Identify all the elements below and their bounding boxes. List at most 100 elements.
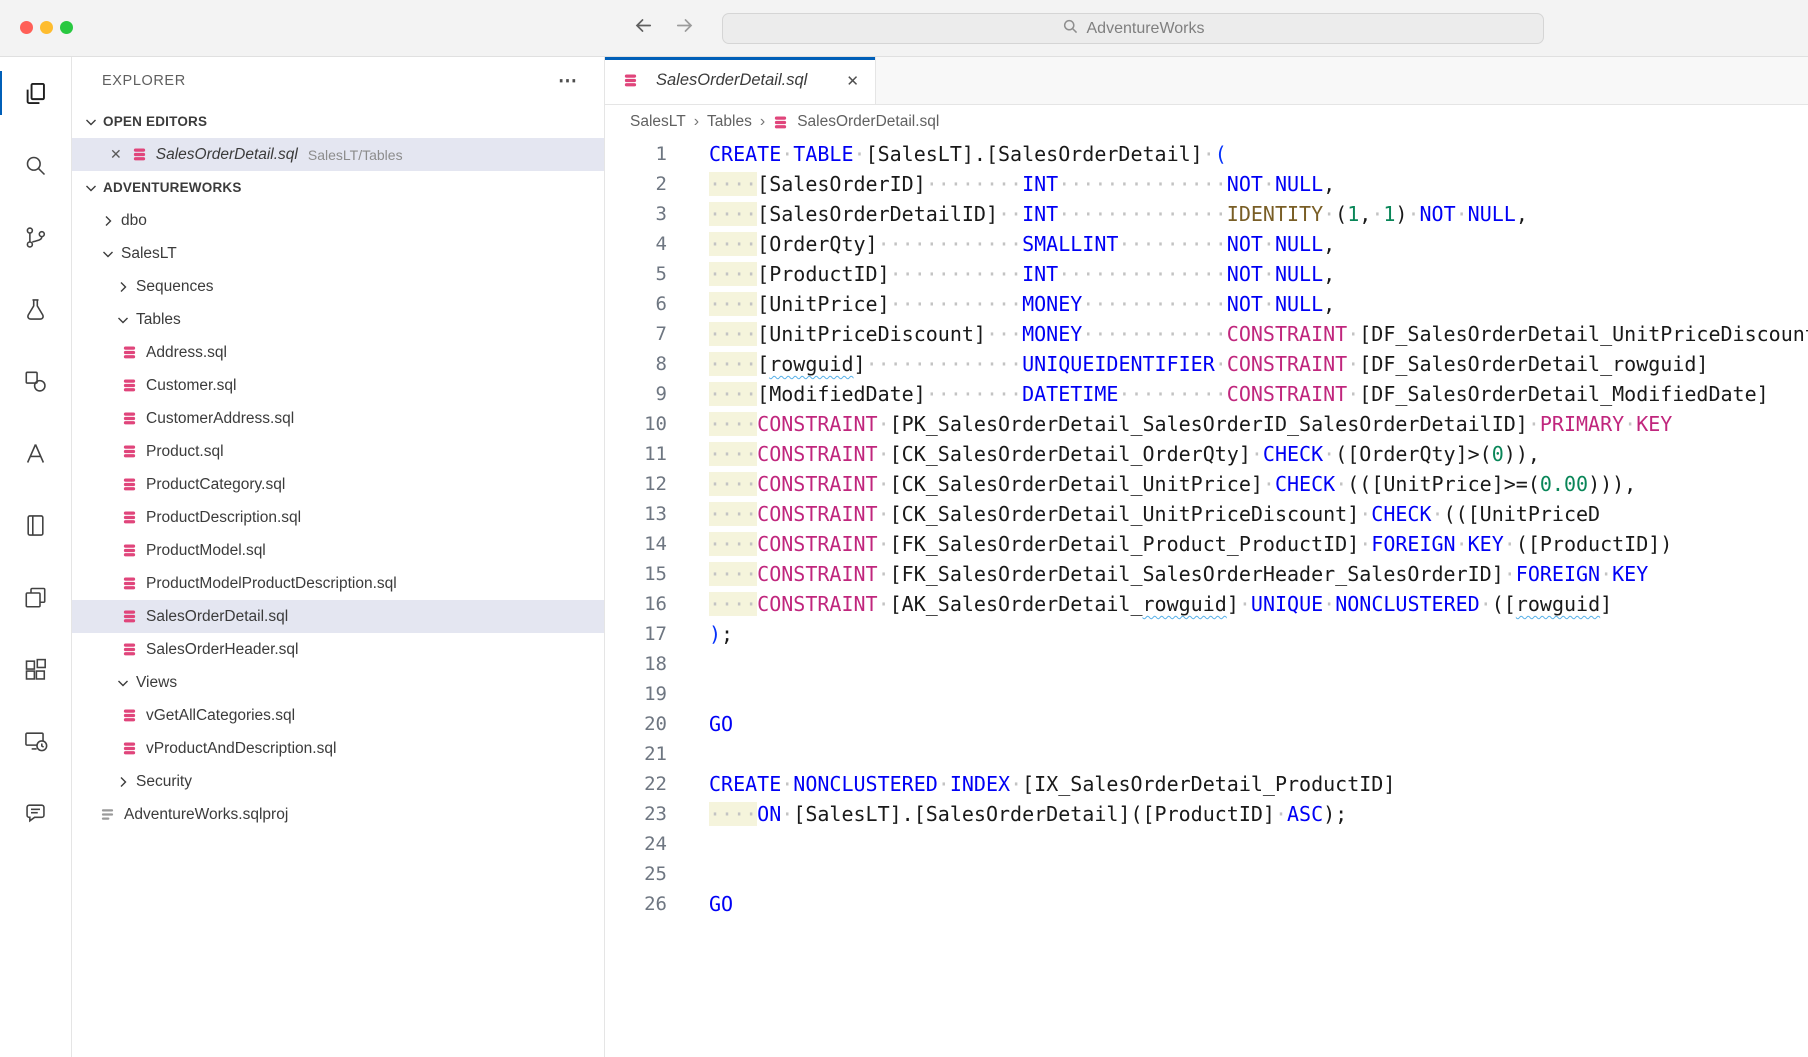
line-number[interactable]: 5 [655, 263, 667, 285]
code-line[interactable]: 13····CONSTRAINT·[CK_SalesOrderDetail_Un… [605, 499, 1808, 529]
code-line[interactable]: 4 ····[OrderQty]············SMALLINT·····… [605, 229, 1808, 259]
open-editors-header[interactable]: OPEN EDITORS [72, 105, 604, 138]
tab-salesorderdetail[interactable]: SalesOrderDetail.sql ✕ [605, 57, 876, 104]
tree-item-sequences[interactable]: Sequences [72, 270, 604, 303]
code-line[interactable]: 3 ····[SalesOrderDetailID]··INT··········… [605, 199, 1808, 229]
code-line-content[interactable]: ····ON·[SalesLT].[SalesOrderDetail]([Pro… [709, 799, 1347, 829]
activity-comments-icon[interactable] [0, 777, 71, 849]
line-number[interactable]: 22 [644, 773, 667, 795]
tree-item-productdescription-sql[interactable]: ProductDescription.sql [72, 501, 604, 534]
code-line-content[interactable]: ); [709, 619, 733, 649]
close-window-button[interactable] [20, 21, 33, 34]
zoom-window-button[interactable] [60, 21, 73, 34]
breadcrumb-item-salesorderdetail-sql[interactable]: SalesOrderDetail.sql [797, 113, 940, 130]
line-number[interactable]: 17 [644, 623, 667, 645]
activity-notebooks-icon[interactable] [0, 489, 71, 561]
tree-item-salesorderdetail-sql[interactable]: SalesOrderDetail.sql [72, 600, 604, 633]
code-line[interactable]: 5 ····[ProductID]···········INT··········… [605, 259, 1808, 289]
close-icon[interactable]: ✕ [110, 146, 122, 162]
activity-search-icon[interactable] [0, 129, 71, 201]
tree-item-product-sql[interactable]: Product.sql [72, 435, 604, 468]
tree-item-tables[interactable]: Tables [72, 303, 604, 336]
code-line-content[interactable]: GO [709, 709, 733, 739]
activity-testing-icon[interactable] [0, 273, 71, 345]
tree-item-productmodel-sql[interactable]: ProductModel.sql [72, 534, 604, 567]
activity-extensions-icon[interactable] [0, 633, 71, 705]
line-number[interactable]: 4 [655, 233, 667, 255]
activity-azure-icon[interactable] [0, 417, 71, 489]
code-line[interactable]: 26 GO [605, 889, 1808, 919]
tree-item-vgetallcategories-sql[interactable]: vGetAllCategories.sql [72, 699, 604, 732]
tree-item-saleslt[interactable]: SalesLT [72, 237, 604, 270]
code-line-content[interactable]: ····CONSTRAINT·[CK_SalesOrderDetail_Orde… [709, 439, 1540, 469]
activity-editor-windows-icon[interactable] [0, 561, 71, 633]
breadcrumb-item-saleslt[interactable]: SalesLT [630, 113, 686, 130]
code-line[interactable]: 15····CONSTRAINT·[FK_SalesOrderDetail_Sa… [605, 559, 1808, 589]
code-line-content[interactable]: CREATE·TABLE·[SalesLT].[SalesOrderDetail… [709, 139, 1227, 169]
line-number[interactable]: 3 [655, 203, 667, 225]
code-line[interactable]: 9 ····[ModifiedDate]········DATETIME·····… [605, 379, 1808, 409]
minimize-window-button[interactable] [40, 21, 53, 34]
tree-item-dbo[interactable]: dbo [72, 204, 604, 237]
activity-explorer-icon[interactable] [0, 57, 71, 129]
line-number[interactable]: 6 [655, 293, 667, 315]
code-line-content[interactable]: ····[ProductID]···········INT···········… [709, 259, 1335, 289]
code-line[interactable]: 19 [605, 679, 1808, 709]
code-line-content[interactable]: ····CONSTRAINT·[CK_SalesOrderDetail_Unit… [709, 469, 1636, 499]
code-line[interactable]: 8····[rowguid]·············UNIQUEIDENTIF… [605, 349, 1808, 379]
code-line[interactable]: 14 ····CONSTRAINT·[FK_SalesOrderDetail_Pr… [605, 529, 1808, 559]
code-line[interactable]: 12 ····CONSTRAINT·[CK_SalesOrderDetail_Un… [605, 469, 1808, 499]
activity-sql-tools-icon[interactable] [0, 345, 71, 417]
tree-item-customer-sql[interactable]: Customer.sql [72, 369, 604, 402]
code-line[interactable]: 17); [605, 619, 1808, 649]
tree-item-productcategory-sql[interactable]: ProductCategory.sql [72, 468, 604, 501]
tree-item-salesorderheader-sql[interactable]: SalesOrderHeader.sql [72, 633, 604, 666]
code-line[interactable]: 18 [605, 649, 1808, 679]
activity-remote-explorer-icon[interactable] [0, 705, 71, 777]
code-line-content[interactable]: ····[ModifiedDate]········DATETIME······… [709, 379, 1769, 409]
code-line-content[interactable]: ····CONSTRAINT·[AK_SalesOrderDetail_rowg… [709, 589, 1612, 619]
code-line-content[interactable]: ····[SalesOrderDetailID]··INT···········… [709, 199, 1528, 229]
code-line[interactable]: 21 [605, 739, 1808, 769]
line-number[interactable]: 14 [644, 533, 667, 555]
code-line[interactable]: 11····CONSTRAINT·[CK_SalesOrderDetail_Or… [605, 439, 1808, 469]
code-line-content[interactable]: ····[UnitPrice]···········MONEY·········… [709, 289, 1335, 319]
code-line[interactable]: 23 ····ON·[SalesLT].[SalesOrderDetail]([P… [605, 799, 1808, 829]
tree-item-adventureworks-sqlproj[interactable]: AdventureWorks.sqlproj [72, 798, 604, 831]
line-number[interactable]: 26 [644, 893, 667, 915]
line-number[interactable]: 9 [655, 383, 667, 405]
line-number[interactable]: 25 [644, 863, 667, 885]
line-number[interactable]: 12 [644, 473, 667, 495]
activity-source-control-icon[interactable] [0, 201, 71, 273]
code-line[interactable]: 2····[SalesOrderID]········INT··········… [605, 169, 1808, 199]
back-icon[interactable] [632, 14, 655, 37]
tree-item-vproductanddescription-sql[interactable]: vProductAndDescription.sql [72, 732, 604, 765]
close-icon[interactable]: ✕ [846, 72, 859, 90]
code-line-content[interactable]: ····[SalesOrderID]········INT···········… [709, 169, 1335, 199]
tree-item-address-sql[interactable]: Address.sql [72, 336, 604, 369]
tree-item-productmodelproductdescription-sql[interactable]: ProductModelProductDescription.sql [72, 567, 604, 600]
code-line-content[interactable]: ····[OrderQty]············SMALLINT······… [709, 229, 1335, 259]
line-number[interactable]: 15 [644, 563, 667, 585]
code-line-content[interactable]: ····CONSTRAINT·[PK_SalesOrderDetail_Sale… [709, 409, 1672, 439]
line-number[interactable]: 16 [644, 593, 667, 615]
code-line-content[interactable]: ····[rowguid]·············UNIQUEIDENTIFI… [709, 349, 1708, 379]
code-line[interactable]: 22 CREATE·NONCLUSTERED·INDEX·[IX_SalesOrd… [605, 769, 1808, 799]
line-number[interactable]: 20 [644, 713, 667, 735]
code-line-content[interactable]: GO [709, 889, 733, 919]
tree-item-views[interactable]: Views [72, 666, 604, 699]
code-line[interactable]: 25 [605, 859, 1808, 889]
project-header[interactable]: ADVENTUREWORKS [72, 171, 604, 204]
code-line[interactable]: 6 ····[UnitPrice]···········MONEY········… [605, 289, 1808, 319]
code-line[interactable]: 16 ····CONSTRAINT·[AK_SalesOrderDetail_ro… [605, 589, 1808, 619]
line-number[interactable]: 23 [644, 803, 667, 825]
code-line-content[interactable]: ····CONSTRAINT·[FK_SalesOrderDetail_Prod… [709, 529, 1672, 559]
code-line[interactable]: 10····CONSTRAINT·[PK_SalesOrderDetail_Sa… [605, 409, 1808, 439]
more-actions-button[interactable]: ⋯ [558, 70, 578, 92]
code-line[interactable]: 24 [605, 829, 1808, 859]
code-line-content[interactable]: CREATE·NONCLUSTERED·INDEX·[IX_SalesOrder… [709, 769, 1395, 799]
command-center-search[interactable]: AdventureWorks [722, 13, 1544, 44]
